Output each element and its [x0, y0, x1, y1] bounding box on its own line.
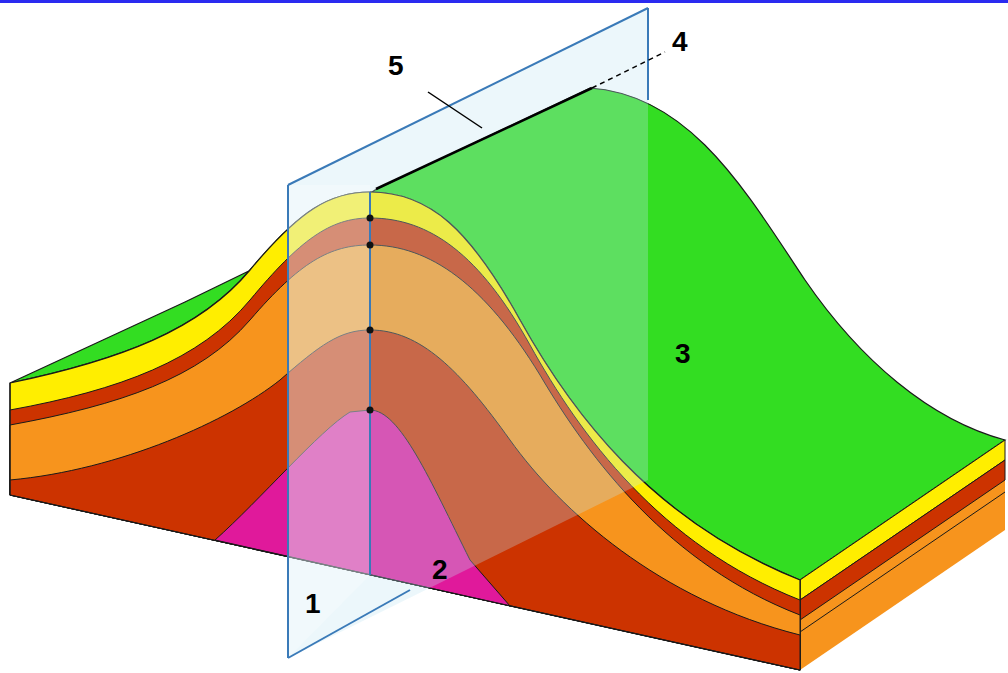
axial-plane — [288, 8, 648, 658]
plane-outline — [288, 8, 648, 658]
hinge-dots — [367, 215, 374, 414]
hinge-line — [376, 88, 592, 189]
left-edge — [9, 383, 10, 495]
callout-number: 2 — [432, 556, 448, 584]
right-yellow — [800, 440, 1005, 600]
right-line — [800, 492, 1005, 632]
callout-number: 4 — [672, 28, 688, 56]
top-bar — [0, 0, 1008, 3]
hinge-dashed — [592, 52, 665, 88]
right-face — [800, 440, 1005, 670]
right-red — [800, 460, 1005, 620]
callout-number: 1 — [305, 590, 321, 618]
callout-number: 5 — [388, 52, 404, 80]
leader-line — [428, 92, 482, 128]
callout-number: 3 — [675, 340, 691, 368]
plane-front — [288, 185, 370, 658]
